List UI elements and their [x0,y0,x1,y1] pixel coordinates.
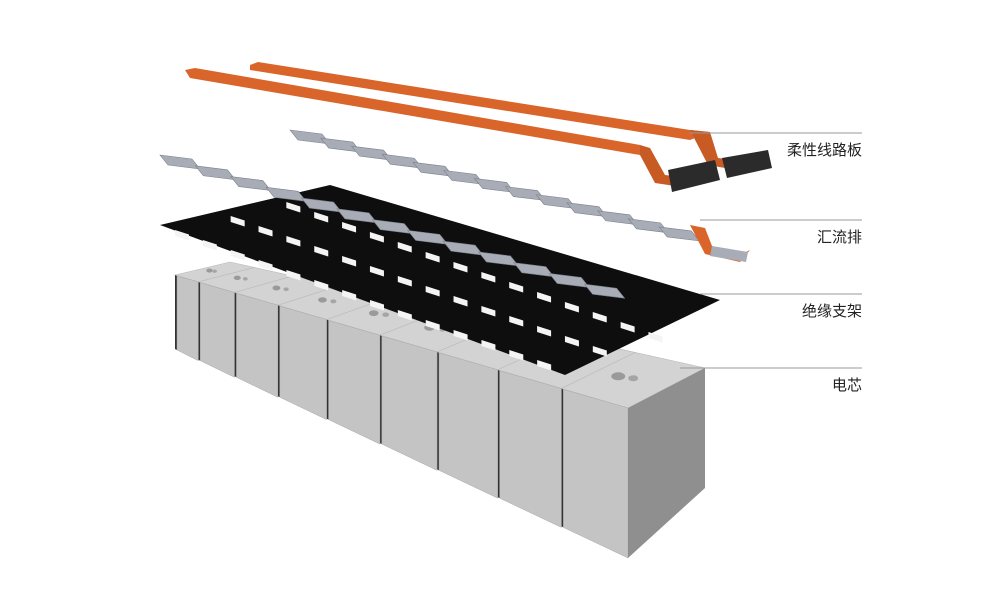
bracket-slot [425,251,440,263]
cell-front-face [563,389,629,559]
bracket-slot [564,302,579,313]
cell-gap [497,369,500,499]
cell-terminal [233,275,241,281]
bracket-slot [314,280,329,291]
cell-gap [561,388,564,528]
insulation-bracket [160,185,720,375]
leader-lines [680,132,862,369]
bracket-slot [397,310,412,321]
bracket-slot [230,216,245,227]
bracket-slot [425,320,440,331]
bracket-slot [397,275,412,287]
cell-terminal [611,372,626,381]
cell-terminal [368,310,379,317]
bracket-slot [509,350,524,361]
busbar [230,176,272,191]
bracket-slot [592,311,607,323]
bracket-frame [160,185,720,375]
cell-front-face [328,320,381,445]
cell-front-face [381,335,438,471]
label-bracket: 绝缘支架 [801,302,862,320]
flexible-circuit-board [185,62,772,192]
bracket-slot [369,232,384,243]
cell-front-face [499,370,562,528]
bracket-slot [175,229,189,241]
bracket-slot [370,300,384,311]
busbars [159,129,750,299]
bracket-slot [509,281,524,293]
cell-vent [283,287,289,292]
bracket-slot [258,259,273,271]
cell-vent [212,269,217,273]
cell-vent [382,312,390,317]
bracket-slot [453,296,468,307]
bracket-slot [369,266,384,277]
bracket-slot [453,262,468,273]
label-cell: 电芯 [831,376,862,394]
cell-front-face [236,293,279,398]
cell-gap [198,281,201,361]
bracket-slot [481,340,496,351]
cell-vent [242,277,248,281]
label-busbar: 汇流排 [816,228,862,246]
bracket-slot [342,256,357,267]
cell-vent [330,299,337,304]
bracket-slot [286,202,301,213]
bracket-slot [258,226,273,237]
cell-gap [277,305,280,398]
bracket-slot [342,290,357,301]
bracket-slot [537,292,552,303]
bracket-slot [648,332,663,343]
bracket-slot [620,321,635,333]
busbar [159,154,201,170]
bracket-slot [537,359,552,371]
cell-gap [437,351,440,471]
busbar-terminal [710,246,748,262]
cell-vent [628,375,639,382]
bracket-slot [286,270,301,281]
cell-gap [379,335,382,445]
fpc-connector [722,150,772,178]
cell-terminal [318,297,327,303]
fpc-strip-back [250,62,710,140]
cells-end-face [628,368,705,558]
bracket-slot [342,222,357,233]
bracket-slot [537,326,552,337]
busbar [583,283,626,299]
cell-gap [175,275,177,350]
cell-terminal [206,268,213,273]
bracket-slot [314,246,329,257]
bracket-slot [202,240,217,251]
busbar [194,165,237,181]
bracket-slot [453,329,468,341]
bracket-slot [481,272,496,283]
cell-terminal [272,285,281,291]
bracket-slot [397,242,412,253]
bracket-slot [425,286,440,297]
fpc-tail-front [640,145,690,186]
bracket-slot [592,345,607,357]
label-fpc: 柔性线路板 [786,141,862,159]
bracket-slot [564,335,579,347]
cell-front-face [176,275,199,362]
cell-front-face [279,305,327,420]
fpc-tail-back [690,130,735,168]
fpc-connector [668,160,720,192]
cell-gap [234,292,237,378]
bracket-slot [286,236,301,247]
bracket-slot [509,316,524,327]
cell-gap [326,319,329,420]
cell-front-face [200,282,235,378]
cell-front-face [438,352,498,499]
bracket-slot [230,249,245,261]
bracket-slot [314,211,329,223]
bracket-slot [481,305,496,317]
fpc-strip-front [185,68,640,155]
